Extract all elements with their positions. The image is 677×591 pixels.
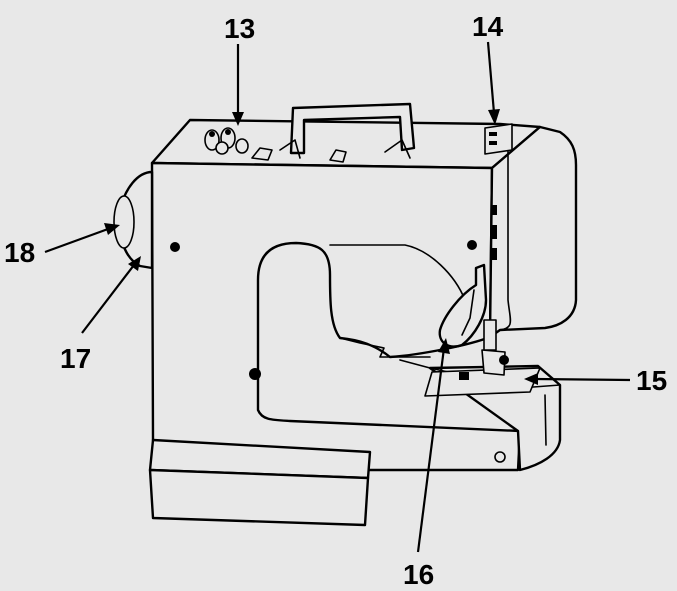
screw-top-right: [467, 240, 477, 250]
leader-15: [534, 377, 631, 382]
arrowhead-16: [438, 338, 450, 354]
lever-inner-line: [461, 289, 475, 336]
handle-base-right: [384, 139, 411, 159]
machine-front-face: [150, 161, 522, 472]
tension-marking-b: [489, 141, 497, 145]
handle-base-left: [279, 139, 301, 159]
top-thread-guide-mid: [329, 149, 347, 163]
needle-bar: [483, 319, 497, 351]
feed-dog: [459, 372, 469, 380]
arrowhead-17: [128, 256, 141, 271]
leader-18: [44, 227, 109, 254]
screw-top-left: [170, 242, 180, 252]
thread-guide-slot-a: [491, 205, 497, 215]
callout-16: 16: [403, 559, 434, 590]
handwheel-hub: [113, 195, 135, 249]
thread-tension-dial: [484, 123, 513, 155]
sewing-machine-illustration: [113, 102, 578, 527]
presser-foot: [481, 349, 506, 376]
callout-15: 15: [636, 365, 667, 396]
callout-18: 18: [4, 237, 35, 268]
callout-labels: 13 14 15 16 17 18: [4, 11, 667, 590]
machine-head: [488, 125, 578, 339]
extension-table-front: [148, 468, 370, 527]
thread-guide-slot-c: [491, 248, 497, 260]
screw-bed: [494, 451, 506, 463]
throat-depth-line: [339, 337, 431, 358]
leader-lines: [44, 41, 631, 553]
callout-13: 13: [224, 13, 255, 44]
arrowhead-13: [232, 112, 244, 126]
tension-marking-a: [489, 132, 497, 136]
thread-guide-slot-b: [491, 225, 497, 239]
needle-plate: [424, 367, 541, 397]
top-thread-guide-left: [251, 147, 273, 161]
carrying-handle: [289, 102, 416, 155]
callout-17: 17: [60, 343, 91, 374]
spool-pins: [204, 127, 249, 155]
screw-bottom-left: [249, 368, 261, 380]
needle-clamp: [499, 355, 509, 365]
extension-table-side: [367, 451, 371, 479]
head-front-panel: [499, 127, 512, 331]
arrowhead-18: [104, 223, 120, 235]
bed-end-detail: [544, 394, 547, 446]
arrowhead-14: [488, 109, 500, 125]
leader-16: [416, 347, 446, 553]
leader-17: [81, 264, 135, 334]
callout-14: 14: [472, 11, 504, 42]
arrowhead-15: [524, 373, 538, 385]
leader-14: [486, 41, 496, 114]
